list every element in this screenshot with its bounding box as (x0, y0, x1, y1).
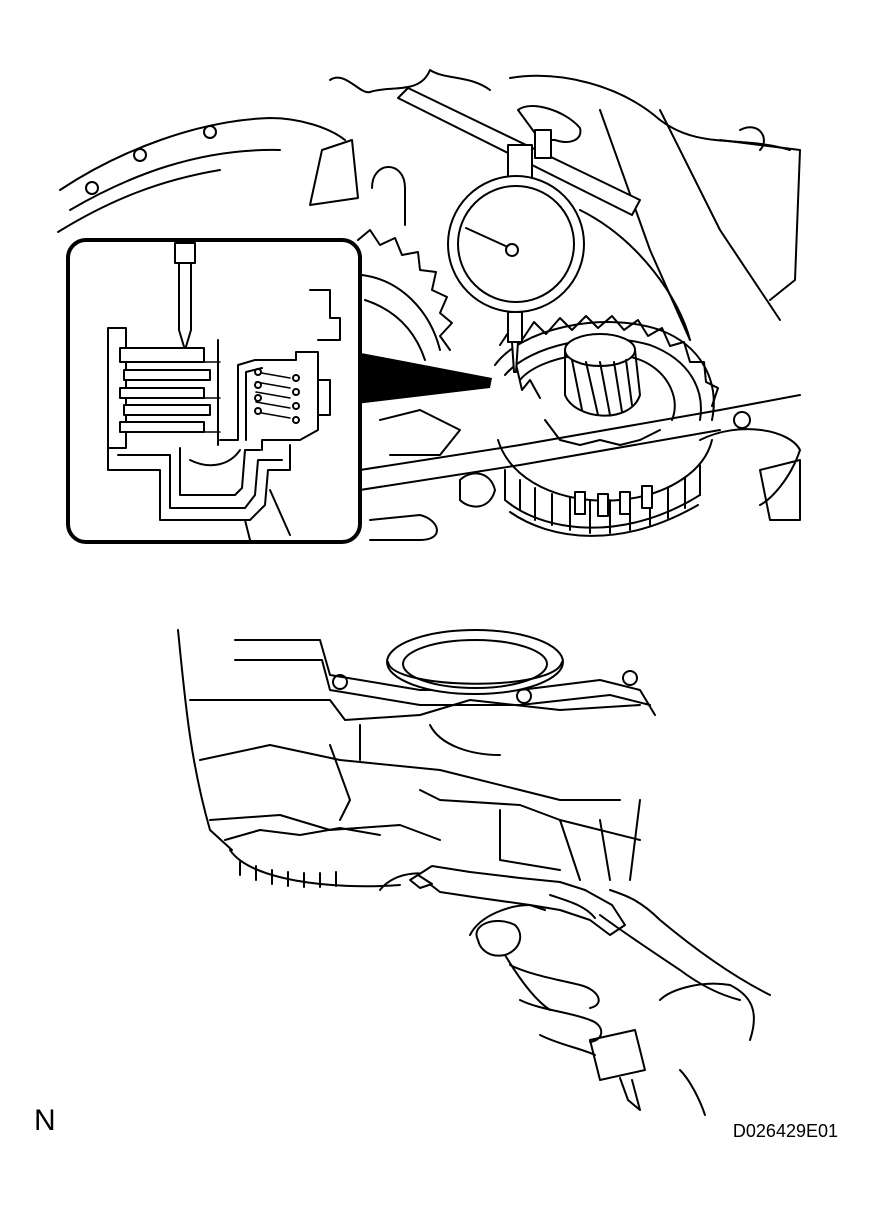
clutch-drum-assembly (494, 315, 719, 537)
inset-callout-pointer (356, 352, 492, 404)
return-springs (254, 368, 300, 424)
transaxle-case (177, 629, 656, 891)
air-gun (409, 865, 646, 1111)
transaxle-case-outline (57, 69, 801, 541)
figure-code: D026429E01 (732, 1121, 838, 1141)
dial-indicator-measurement-view (57, 69, 801, 544)
ring-gear (357, 229, 453, 361)
dial-indicator (397, 87, 641, 373)
hand (469, 889, 771, 1116)
air-pressure-application-view (177, 629, 771, 1116)
inset-detail (66, 238, 362, 544)
orientation-label: N (34, 1104, 56, 1137)
